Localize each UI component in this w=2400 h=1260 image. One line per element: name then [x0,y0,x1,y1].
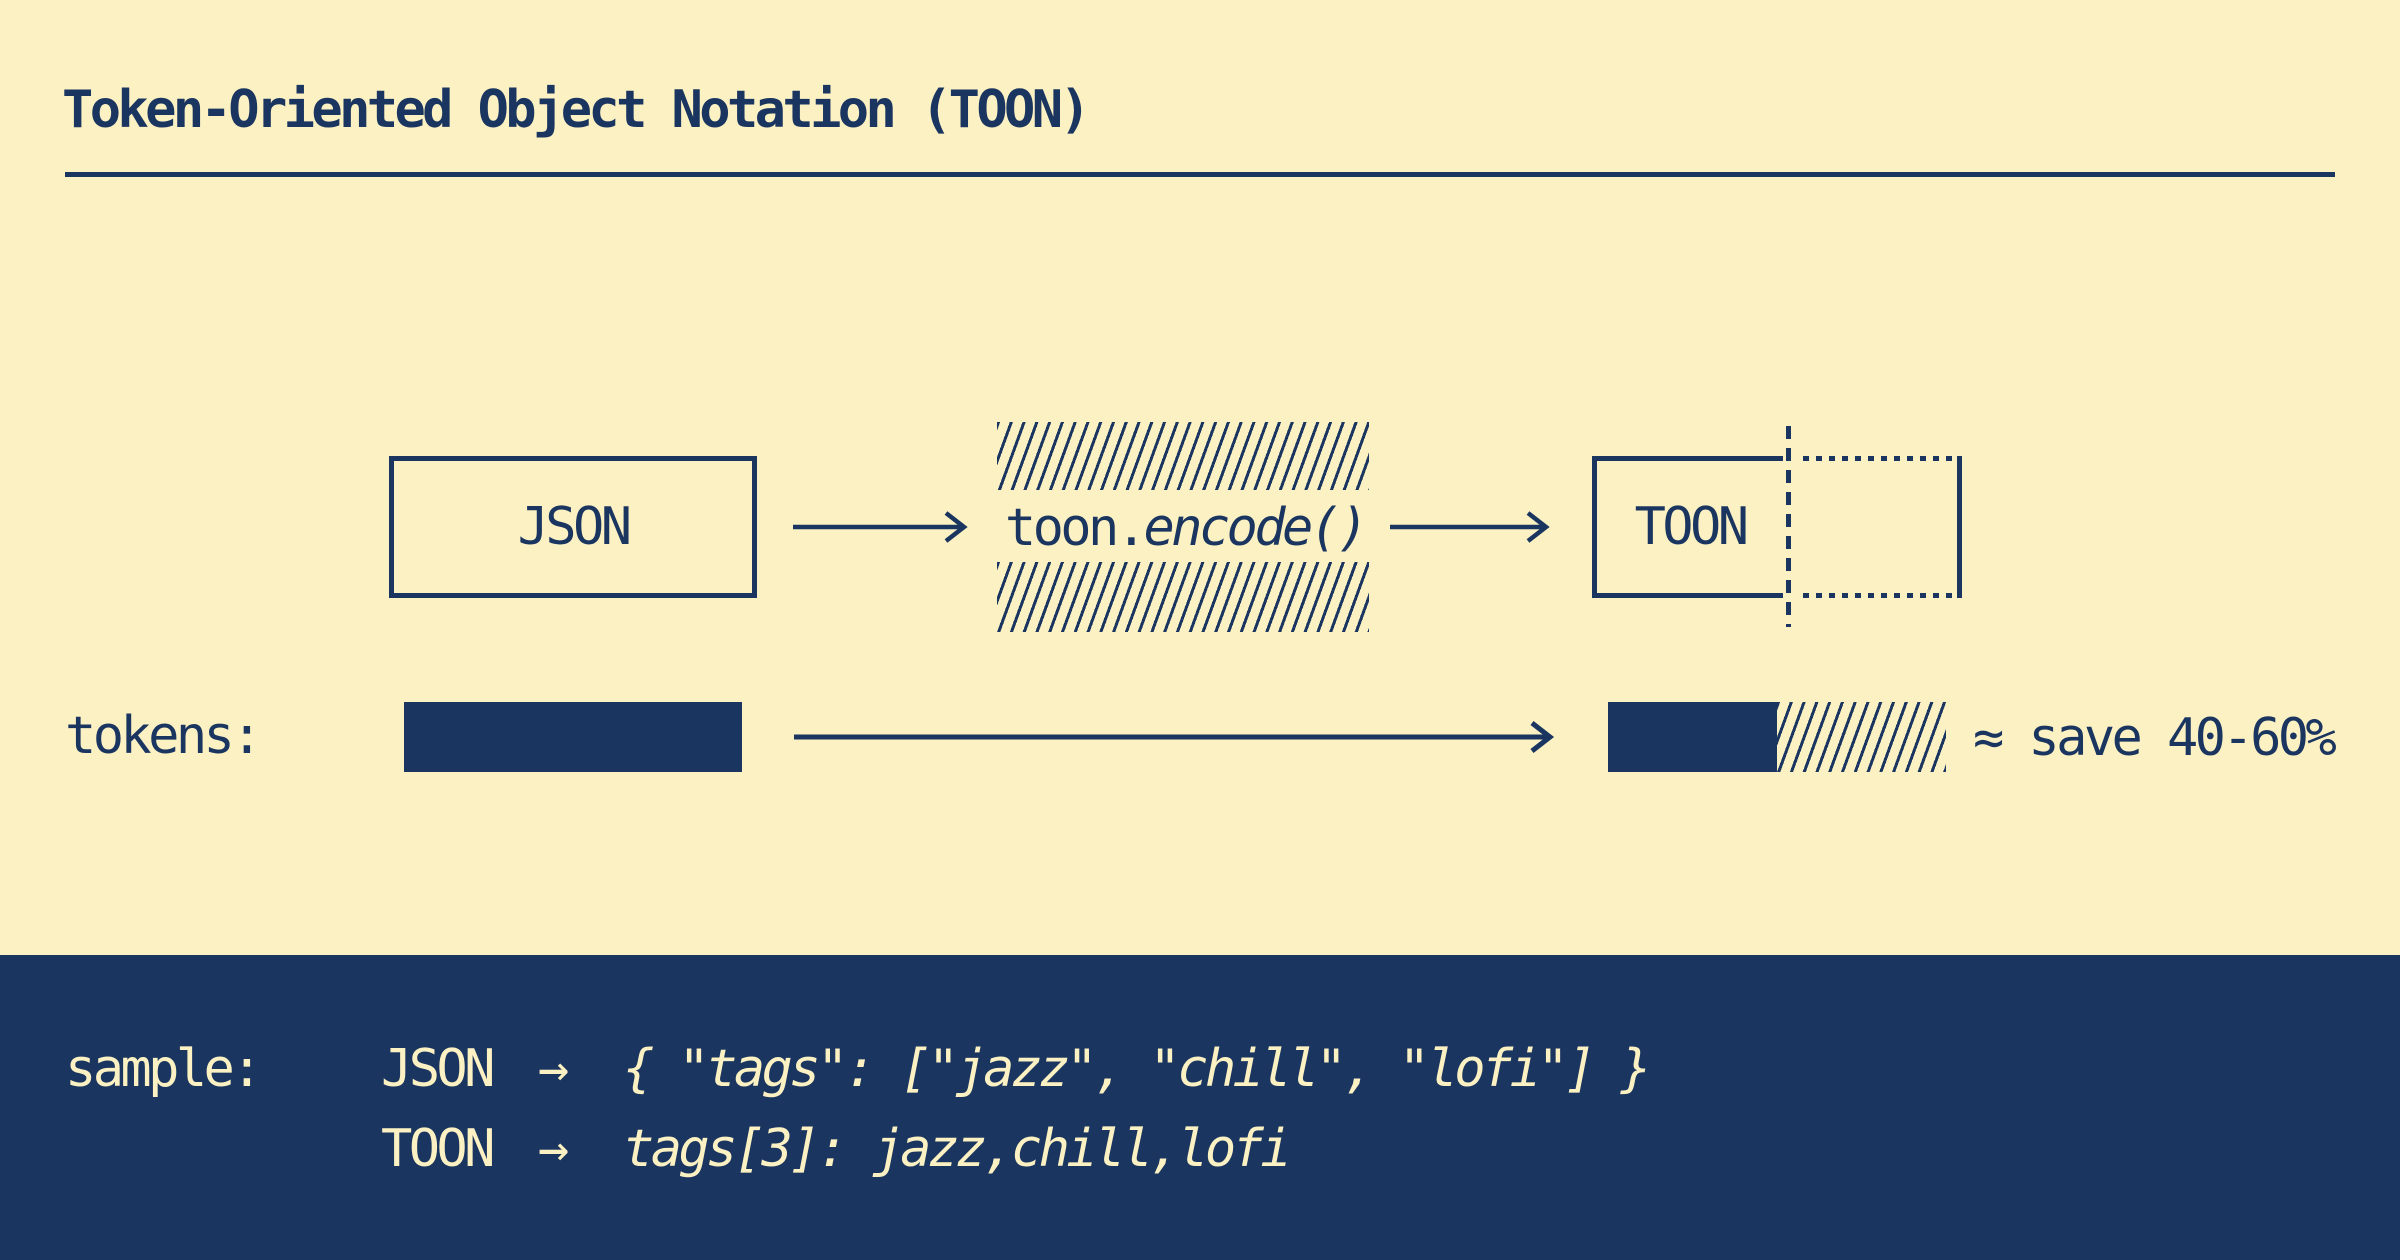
sample-row-lang: JSON [381,1039,495,1099]
sample-row-code: tags[3]: jazz,chill,lofi [623,1119,1292,1179]
encoder-label-prefix: toon. [1004,498,1147,558]
sample-label: sample: [65,1039,263,1099]
json-token-bar [404,702,742,772]
cut-dashed-line [1786,426,1791,627]
sample-row-lang: TOON [381,1119,495,1179]
json-input-label: JSON [517,497,632,557]
sample-row-code: { "tags": ["jazz", "chill", "lofi"] } [623,1039,1652,1099]
toon-token-bar-saved-hatch [1777,702,1946,772]
encoder-label: toon.encode() [985,502,1385,554]
toon-output-label: TOON [1634,497,1749,557]
header-divider [65,172,2335,177]
arrow-right-icon [793,511,968,543]
ghost-box-dotted-top [1803,456,1957,461]
ghost-box-dotted-bottom [1803,593,1957,598]
arrow-right-icon [1390,511,1550,543]
sample-row-arrow-icon: → [538,1119,569,1179]
toon-output-box: TOON [1592,456,1783,598]
toon-token-bar-solid [1608,702,1777,772]
sample-row-arrow-icon: → [538,1039,569,1099]
encoder-hatch-top [997,422,1369,490]
sample-panel [0,955,2400,1260]
tokens-row-label: tokens: [65,706,263,766]
encoder-label-call: encode() [1143,498,1368,558]
savings-note: ≈ save 40-60% [1973,708,2337,768]
arrow-right-icon [794,721,1555,753]
json-input-box: JSON [389,456,757,598]
encoder-hatch-bottom [997,562,1369,632]
saved-space-ghost-box [1791,456,1962,598]
page-title: Token-Oriented Object Notation (TOON) [62,80,1091,140]
